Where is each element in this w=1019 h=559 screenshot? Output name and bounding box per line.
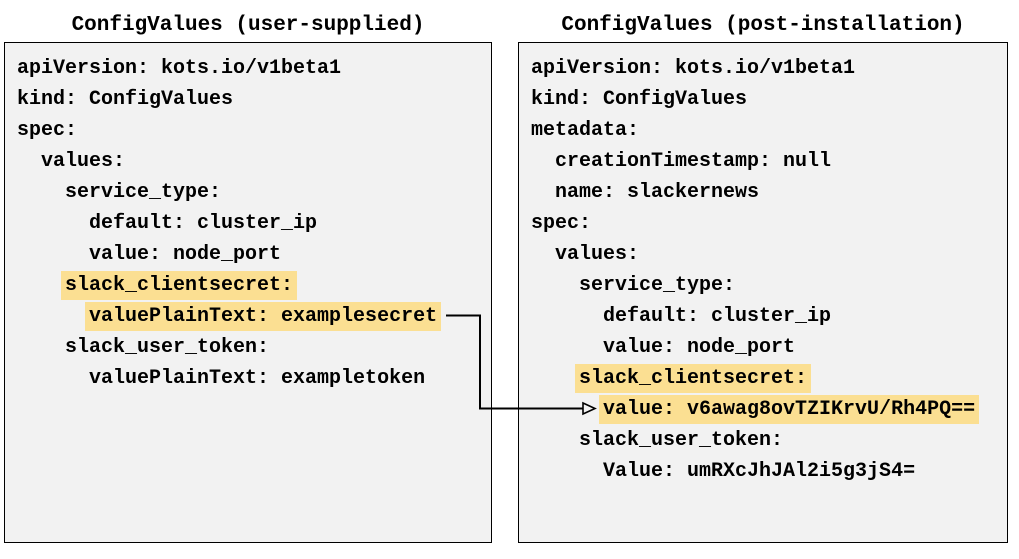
indent-spaces xyxy=(17,181,65,204)
config-line-text: valuePlainText: exampletoken xyxy=(89,367,426,390)
config-line-text: slack_user_token: xyxy=(65,336,270,359)
indent-spaces xyxy=(531,274,579,297)
config-line-text: kind: ConfigValues xyxy=(17,88,234,111)
config-line-text: values: xyxy=(41,150,126,173)
config-line-text: service_type: xyxy=(65,181,222,204)
user-supplied-config-box: apiVersion: kots.io/v1beta1 kind: ConfigV… xyxy=(4,42,492,543)
code-line: kind: ConfigValues xyxy=(17,84,479,115)
code-line: apiVersion: kots.io/v1beta1 xyxy=(531,53,995,84)
code-line: slack_user_token: xyxy=(17,332,479,363)
highlighted-config-line: slack_clientsecret: xyxy=(575,364,812,393)
code-line: creationTimestamp: null xyxy=(531,146,995,177)
indent-spaces xyxy=(17,274,65,297)
code-line: value: v6awag8ovTZIKrvU/Rh4PQ== xyxy=(531,394,995,425)
code-line: slack_clientsecret: xyxy=(531,363,995,394)
config-line-text: name: slackernews xyxy=(555,181,760,204)
code-line: value: node_port xyxy=(531,332,995,363)
code-line: service_type: xyxy=(531,270,995,301)
config-line-text: spec: xyxy=(531,212,592,235)
indent-spaces xyxy=(531,181,555,204)
code-line: metadata: xyxy=(531,115,995,146)
code-line: apiVersion: kots.io/v1beta1 xyxy=(17,53,479,84)
code-line: values: xyxy=(531,239,995,270)
code-line: name: slackernews xyxy=(531,177,995,208)
indent-spaces xyxy=(17,243,89,266)
indent-spaces xyxy=(531,367,579,390)
code-line: values: xyxy=(17,146,479,177)
code-line: value: node_port xyxy=(17,239,479,270)
code-line: kind: ConfigValues xyxy=(531,84,995,115)
config-line-text: spec: xyxy=(17,119,78,142)
indent-spaces xyxy=(531,243,555,266)
left-panel-title: ConfigValues (user-supplied) xyxy=(71,14,425,37)
indent-spaces xyxy=(17,212,89,235)
config-line-text: value: node_port xyxy=(603,336,796,359)
config-line-text: creationTimestamp: null xyxy=(555,150,832,173)
indent-spaces xyxy=(17,150,41,173)
code-line: slack_clientsecret: xyxy=(17,270,479,301)
code-line: default: cluster_ip xyxy=(531,301,995,332)
indent-spaces xyxy=(17,367,89,390)
config-line-text: apiVersion: kots.io/v1beta1 xyxy=(17,57,342,80)
indent-spaces xyxy=(531,336,603,359)
code-line: spec: xyxy=(531,208,995,239)
config-line-text: kind: ConfigValues xyxy=(531,88,748,111)
indent-spaces xyxy=(17,305,89,328)
right-panel-title: ConfigValues (post-installation) xyxy=(561,14,965,37)
code-line: valuePlainText: examplesecret xyxy=(17,301,479,332)
highlighted-config-line: value: v6awag8ovTZIKrvU/Rh4PQ== xyxy=(599,395,980,424)
config-line-text: Value: umRXcJhJAl2i5g3jS4= xyxy=(603,460,916,483)
config-line-text: metadata: xyxy=(531,119,640,142)
config-line-text: value: node_port xyxy=(89,243,282,266)
config-line-text: apiVersion: kots.io/v1beta1 xyxy=(531,57,856,80)
code-line: default: cluster_ip xyxy=(17,208,479,239)
code-line: slack_user_token: xyxy=(531,425,995,456)
code-line: Value: umRXcJhJAl2i5g3jS4= xyxy=(531,456,995,487)
indent-spaces xyxy=(531,429,579,452)
config-line-text: slack_user_token: xyxy=(579,429,784,452)
highlighted-config-line: slack_clientsecret: xyxy=(61,271,298,300)
code-line: service_type: xyxy=(17,177,479,208)
config-line-text: default: cluster_ip xyxy=(89,212,318,235)
indent-spaces xyxy=(17,336,65,359)
config-line-text: service_type: xyxy=(579,274,736,297)
indent-spaces xyxy=(531,398,603,421)
config-line-text: default: cluster_ip xyxy=(603,305,832,328)
highlighted-config-line: valuePlainText: examplesecret xyxy=(85,302,442,331)
post-installation-config-box: apiVersion: kots.io/v1beta1 kind: ConfigV… xyxy=(518,42,1008,543)
code-line: spec: xyxy=(17,115,479,146)
code-line: valuePlainText: exampletoken xyxy=(17,363,479,394)
indent-spaces xyxy=(531,150,555,173)
indent-spaces xyxy=(531,460,603,483)
indent-spaces xyxy=(531,305,603,328)
config-line-text: values: xyxy=(555,243,640,266)
